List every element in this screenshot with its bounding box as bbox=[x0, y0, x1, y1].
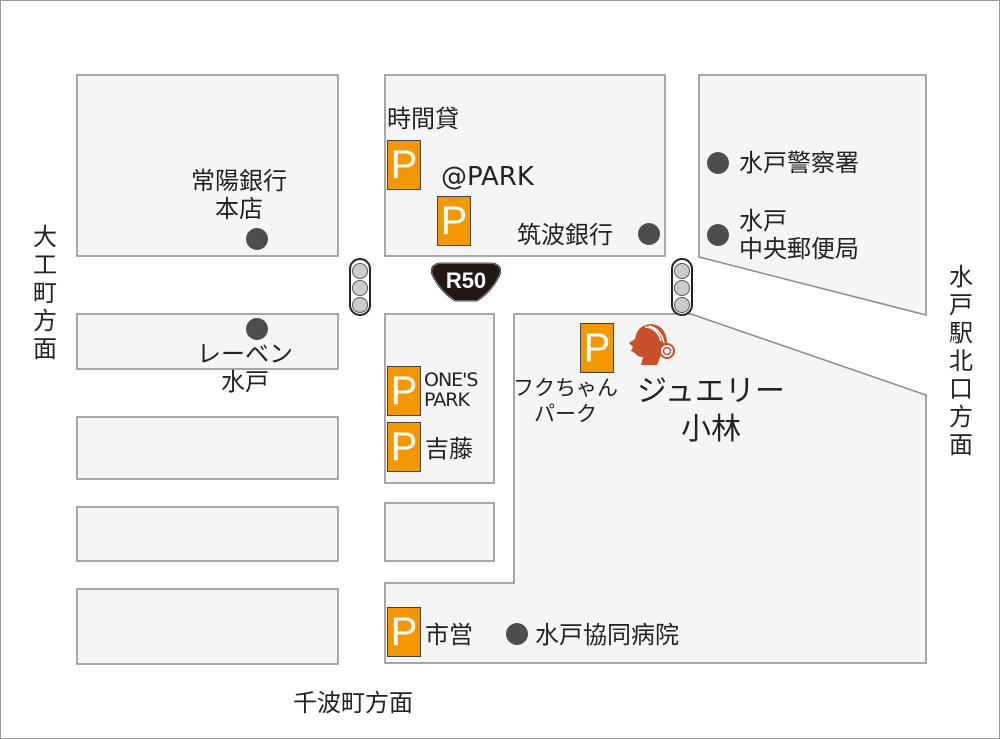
label-yoshifuji: 吉藤 bbox=[425, 435, 473, 463]
location-dot-icon bbox=[638, 223, 660, 245]
label-leben: レーベン水戸 bbox=[197, 340, 293, 396]
label-joyo-bank: 常陽銀行本店 bbox=[191, 167, 287, 223]
location-dot-icon bbox=[506, 623, 528, 645]
parking-icon: P bbox=[580, 323, 614, 373]
location-dot-icon bbox=[246, 318, 268, 340]
block-joyo bbox=[76, 74, 339, 257]
location-dot-icon bbox=[707, 152, 729, 174]
parking-icon: P bbox=[387, 366, 421, 416]
route-label: R50 bbox=[445, 268, 487, 293]
label-jewelry-kobayashi: ジュエリー小林 bbox=[637, 374, 785, 447]
block-leben bbox=[76, 313, 339, 370]
label-shiei: 市営 bbox=[425, 621, 473, 649]
block-park bbox=[384, 74, 666, 257]
parking-icon: P bbox=[437, 196, 471, 246]
direction-east: 水戸駅北口方面 bbox=[949, 263, 973, 459]
block-w3 bbox=[76, 506, 339, 562]
block-jewelry bbox=[384, 313, 927, 664]
block-police bbox=[698, 74, 927, 316]
label-police: 水戸警察署 bbox=[739, 149, 859, 177]
parking-icon: P bbox=[387, 422, 421, 472]
label-jikanka: 時間貸 bbox=[387, 105, 459, 133]
direction-south: 千波町方面 bbox=[293, 689, 413, 717]
block-w4 bbox=[76, 588, 339, 665]
block-w2 bbox=[76, 416, 339, 480]
location-dot-icon bbox=[707, 224, 729, 246]
label-fukuchan-park: フクちゃんパーク bbox=[513, 376, 618, 426]
direction-west: 大工町方面 bbox=[33, 223, 57, 363]
traffic-light-icon bbox=[671, 258, 693, 316]
label-post-office: 水戸中央郵便局 bbox=[739, 207, 859, 263]
parking-icon: P bbox=[387, 607, 421, 657]
label-hospital: 水戸協同病院 bbox=[535, 621, 679, 649]
location-dot-icon bbox=[246, 228, 268, 250]
label-tsukuba-bank: 筑波銀行 bbox=[517, 221, 613, 249]
block-small bbox=[384, 502, 495, 562]
label-at-park: @PARK bbox=[441, 162, 534, 192]
parking-icon: P bbox=[387, 140, 421, 190]
jewelry-logo-icon bbox=[629, 324, 675, 365]
route-50-sign-icon bbox=[430, 262, 502, 302]
traffic-light-icon bbox=[349, 258, 371, 316]
